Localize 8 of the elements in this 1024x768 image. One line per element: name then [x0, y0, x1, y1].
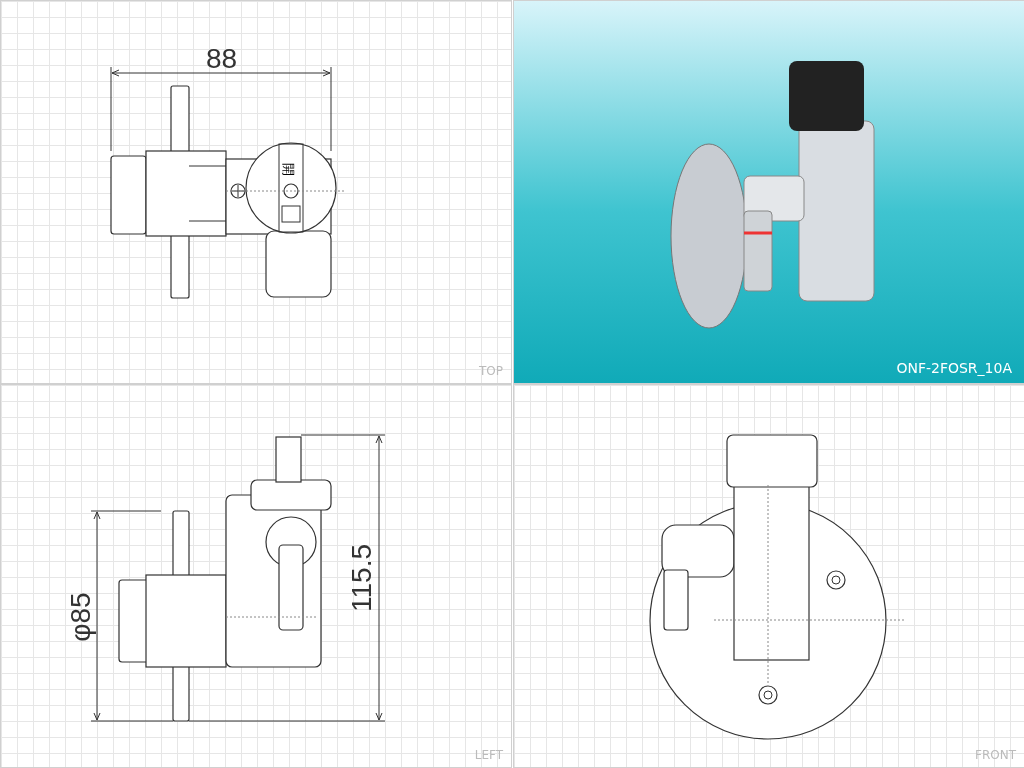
- view-label: TOP: [479, 365, 503, 377]
- valve-marking: 開: [282, 163, 295, 176]
- dimension-value: 115.5: [348, 544, 376, 612]
- view-label: FRONT: [975, 749, 1016, 761]
- view-label: LEFT: [474, 749, 503, 761]
- model-number: ONF-2FOSR_10A: [896, 361, 1012, 375]
- dimension-value: φ85: [66, 592, 95, 642]
- dimension-value: 88: [206, 45, 238, 73]
